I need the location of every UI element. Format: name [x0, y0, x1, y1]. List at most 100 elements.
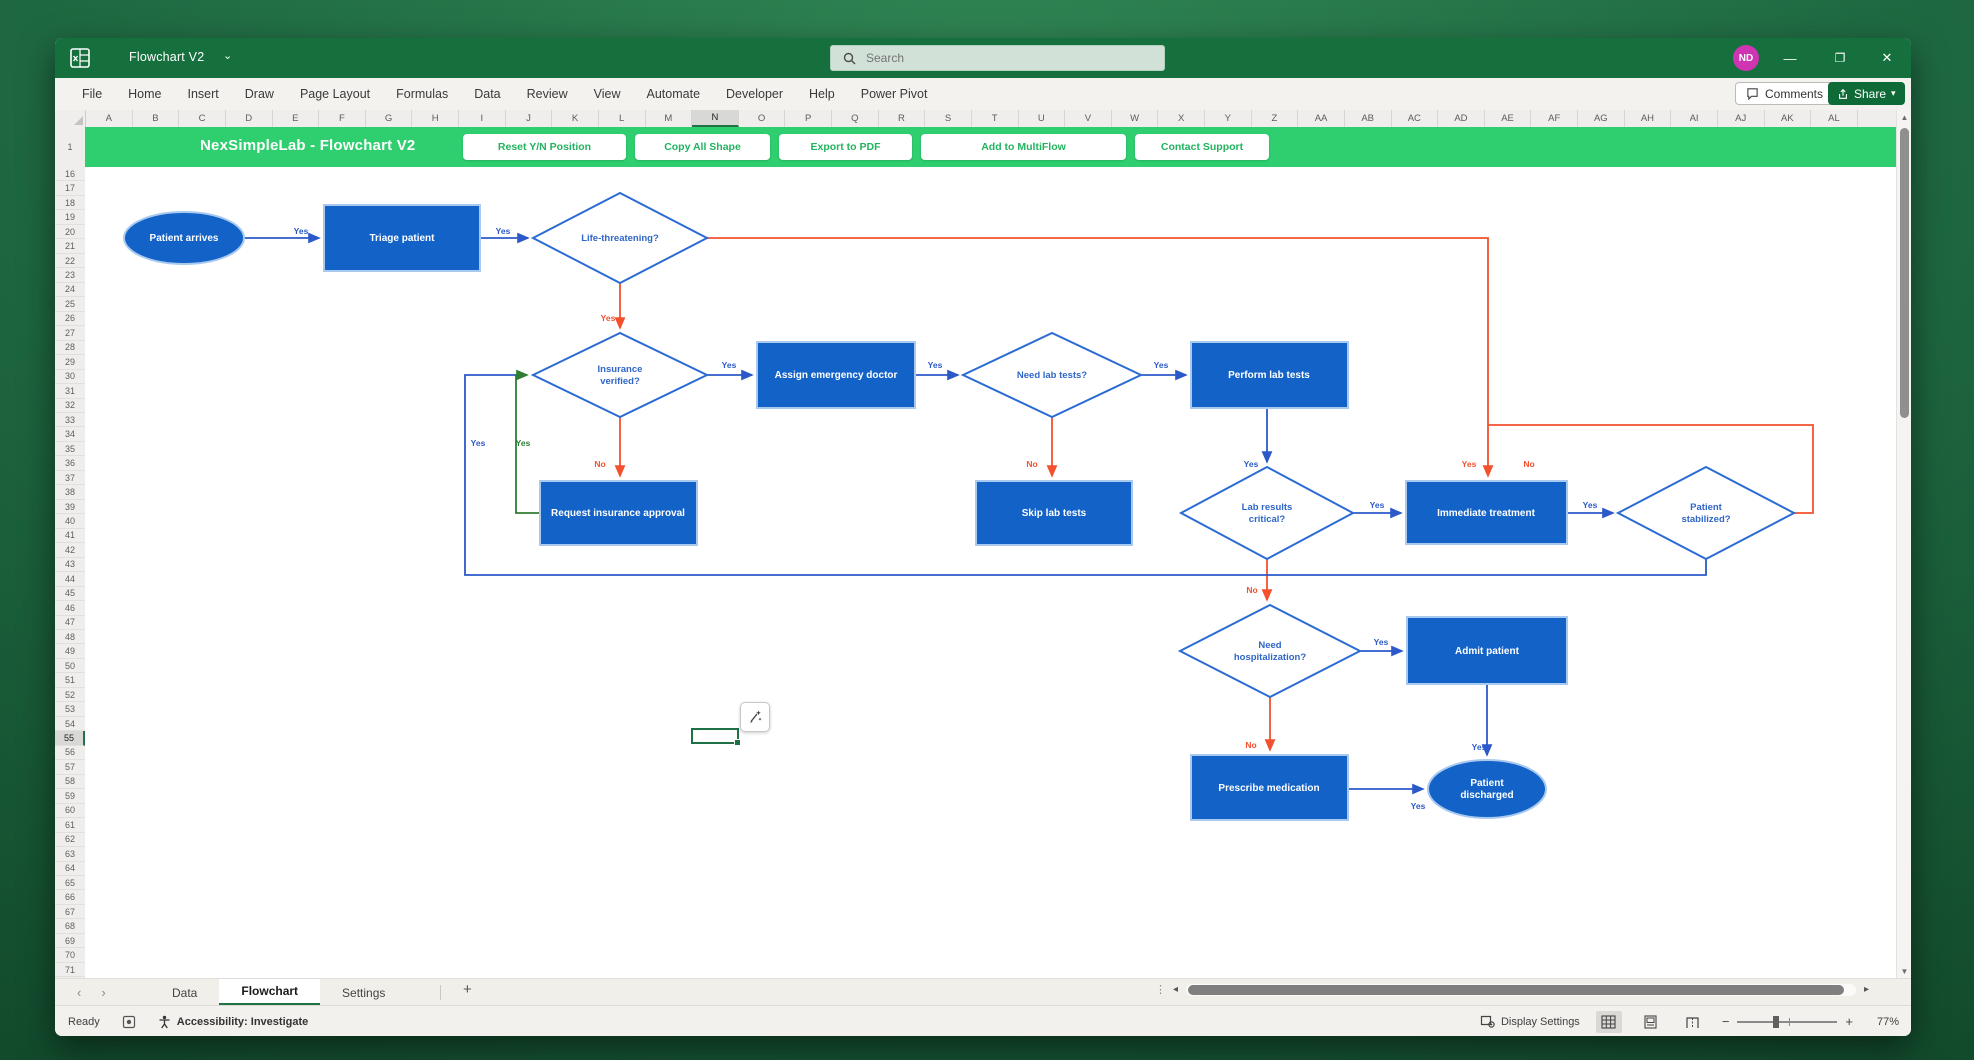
- row-header[interactable]: 41: [55, 529, 85, 544]
- accessibility-status[interactable]: Accessibility: Investigate: [158, 1015, 308, 1029]
- row-header[interactable]: 39: [55, 500, 85, 515]
- column-header[interactable]: P: [785, 110, 832, 127]
- row-header[interactable]: 51: [55, 673, 85, 688]
- banner-button[interactable]: Copy All Shape: [635, 134, 770, 160]
- column-header[interactable]: AG: [1578, 110, 1625, 127]
- row-header[interactable]: 64: [55, 862, 85, 876]
- sheet-tab[interactable]: Data: [172, 985, 198, 1000]
- column-header[interactable]: R: [879, 110, 926, 127]
- column-header[interactable]: Q: [832, 110, 879, 127]
- search-input[interactable]: [864, 50, 1164, 66]
- row-header[interactable]: 66: [55, 890, 85, 905]
- minimize-button[interactable]: —: [1783, 50, 1797, 66]
- column-header[interactable]: M: [646, 110, 693, 127]
- column-header[interactable]: AL: [1811, 110, 1858, 127]
- banner-button[interactable]: Reset Y/N Position: [463, 134, 626, 160]
- row-header[interactable]: 54: [55, 717, 85, 732]
- ribbon-tab[interactable]: Insert: [187, 87, 219, 101]
- ribbon-tab[interactable]: File: [82, 87, 103, 101]
- row-header[interactable]: 49: [55, 644, 85, 659]
- search-box[interactable]: [830, 45, 1165, 71]
- row-header[interactable]: 61: [55, 818, 85, 833]
- row-header[interactable]: 36: [55, 456, 85, 471]
- restore-button[interactable]: ❐: [1834, 51, 1846, 65]
- column-header[interactable]: X: [1158, 110, 1205, 127]
- column-header[interactable]: S: [925, 110, 972, 127]
- row-header[interactable]: 28: [55, 341, 85, 356]
- row-header-1[interactable]: 1: [55, 127, 86, 168]
- row-header[interactable]: 32: [55, 399, 85, 413]
- ribbon-tab[interactable]: Draw: [244, 87, 274, 101]
- zoom-level[interactable]: 77%: [1876, 1015, 1899, 1028]
- column-header[interactable]: V: [1065, 110, 1112, 127]
- row-header[interactable]: 65: [55, 876, 85, 891]
- zoom-in-button[interactable]: +: [1845, 1014, 1853, 1029]
- row-header[interactable]: 20: [55, 225, 85, 240]
- column-header[interactable]: T: [972, 110, 1019, 127]
- comments-button[interactable]: Comments: [1735, 82, 1835, 105]
- row-header[interactable]: 56: [55, 746, 85, 761]
- ribbon-tab[interactable]: Help: [809, 87, 835, 101]
- scrollbar-resize-handle[interactable]: ⋮: [1155, 984, 1166, 996]
- sheet-canvas[interactable]: [85, 167, 1896, 978]
- ribbon-tab[interactable]: View: [593, 87, 621, 101]
- column-header[interactable]: AB: [1345, 110, 1392, 127]
- active-cell-N55[interactable]: [691, 728, 741, 746]
- row-header[interactable]: 30: [55, 370, 85, 385]
- ribbon-tab[interactable]: Data: [474, 87, 501, 101]
- row-header[interactable]: 38: [55, 485, 85, 500]
- next-sheet-icon[interactable]: ›: [101, 985, 106, 1000]
- column-header[interactable]: J: [506, 110, 553, 127]
- row-header[interactable]: 33: [55, 413, 85, 428]
- column-header[interactable]: E: [273, 110, 320, 127]
- row-header[interactable]: 59: [55, 789, 85, 804]
- sheet-tab[interactable]: Flowchart: [219, 979, 321, 1006]
- ribbon-tab[interactable]: Page Layout: [299, 87, 371, 101]
- banner-button[interactable]: Add to MultiFlow: [921, 134, 1126, 160]
- row-header[interactable]: 69: [55, 934, 85, 949]
- scroll-down-icon[interactable]: ▼: [1900, 966, 1909, 976]
- ribbon-tab[interactable]: Automate: [646, 87, 701, 101]
- row-header[interactable]: 25: [55, 297, 85, 312]
- column-header[interactable]: AH: [1625, 110, 1672, 127]
- row-header[interactable]: 40: [55, 514, 85, 529]
- row-header[interactable]: 21: [55, 239, 85, 254]
- ribbon-tab[interactable]: Review: [526, 87, 568, 101]
- row-header[interactable]: 70: [55, 948, 85, 963]
- column-header[interactable]: I: [459, 110, 506, 127]
- row-header[interactable]: 44: [55, 572, 85, 587]
- column-header[interactable]: G: [366, 110, 413, 127]
- title-chevron-down-icon[interactable]: ⌄: [223, 50, 233, 62]
- row-header[interactable]: 58: [55, 775, 85, 790]
- avatar[interactable]: ND: [1733, 45, 1759, 71]
- document-title[interactable]: Flowchart V2: [129, 50, 205, 64]
- fill-handle[interactable]: [734, 739, 741, 746]
- row-header[interactable]: 24: [55, 283, 85, 298]
- row-header[interactable]: 46: [55, 601, 85, 616]
- ribbon-tab[interactable]: Power Pivot: [860, 87, 928, 101]
- close-button[interactable]: ✕: [1881, 50, 1893, 65]
- row-header[interactable]: 53: [55, 702, 85, 717]
- scroll-right-icon[interactable]: ▸: [1864, 984, 1870, 995]
- column-header[interactable]: W: [1112, 110, 1159, 127]
- page-layout-view-button[interactable]: [1638, 1011, 1664, 1033]
- column-header[interactable]: Y: [1205, 110, 1252, 127]
- banner-button[interactable]: Contact Support: [1135, 134, 1269, 160]
- row-header[interactable]: 35: [55, 442, 85, 457]
- row-header[interactable]: 16: [55, 167, 85, 182]
- row-header[interactable]: 19: [55, 210, 85, 225]
- column-header[interactable]: B: [133, 110, 180, 127]
- column-header[interactable]: O: [739, 110, 786, 127]
- row-header[interactable]: 50: [55, 659, 85, 674]
- column-header[interactable]: H: [412, 110, 459, 127]
- column-header[interactable]: AD: [1438, 110, 1485, 127]
- banner-button[interactable]: Export to PDF: [779, 134, 912, 160]
- column-header[interactable]: AA: [1298, 110, 1345, 127]
- row-header[interactable]: 18: [55, 196, 85, 211]
- column-header[interactable]: AJ: [1718, 110, 1765, 127]
- row-header[interactable]: 31: [55, 384, 85, 399]
- row-header[interactable]: 68: [55, 919, 85, 934]
- column-header[interactable]: L: [599, 110, 646, 127]
- zoom-slider[interactable]: [1737, 1015, 1838, 1028]
- column-header[interactable]: AF: [1531, 110, 1578, 127]
